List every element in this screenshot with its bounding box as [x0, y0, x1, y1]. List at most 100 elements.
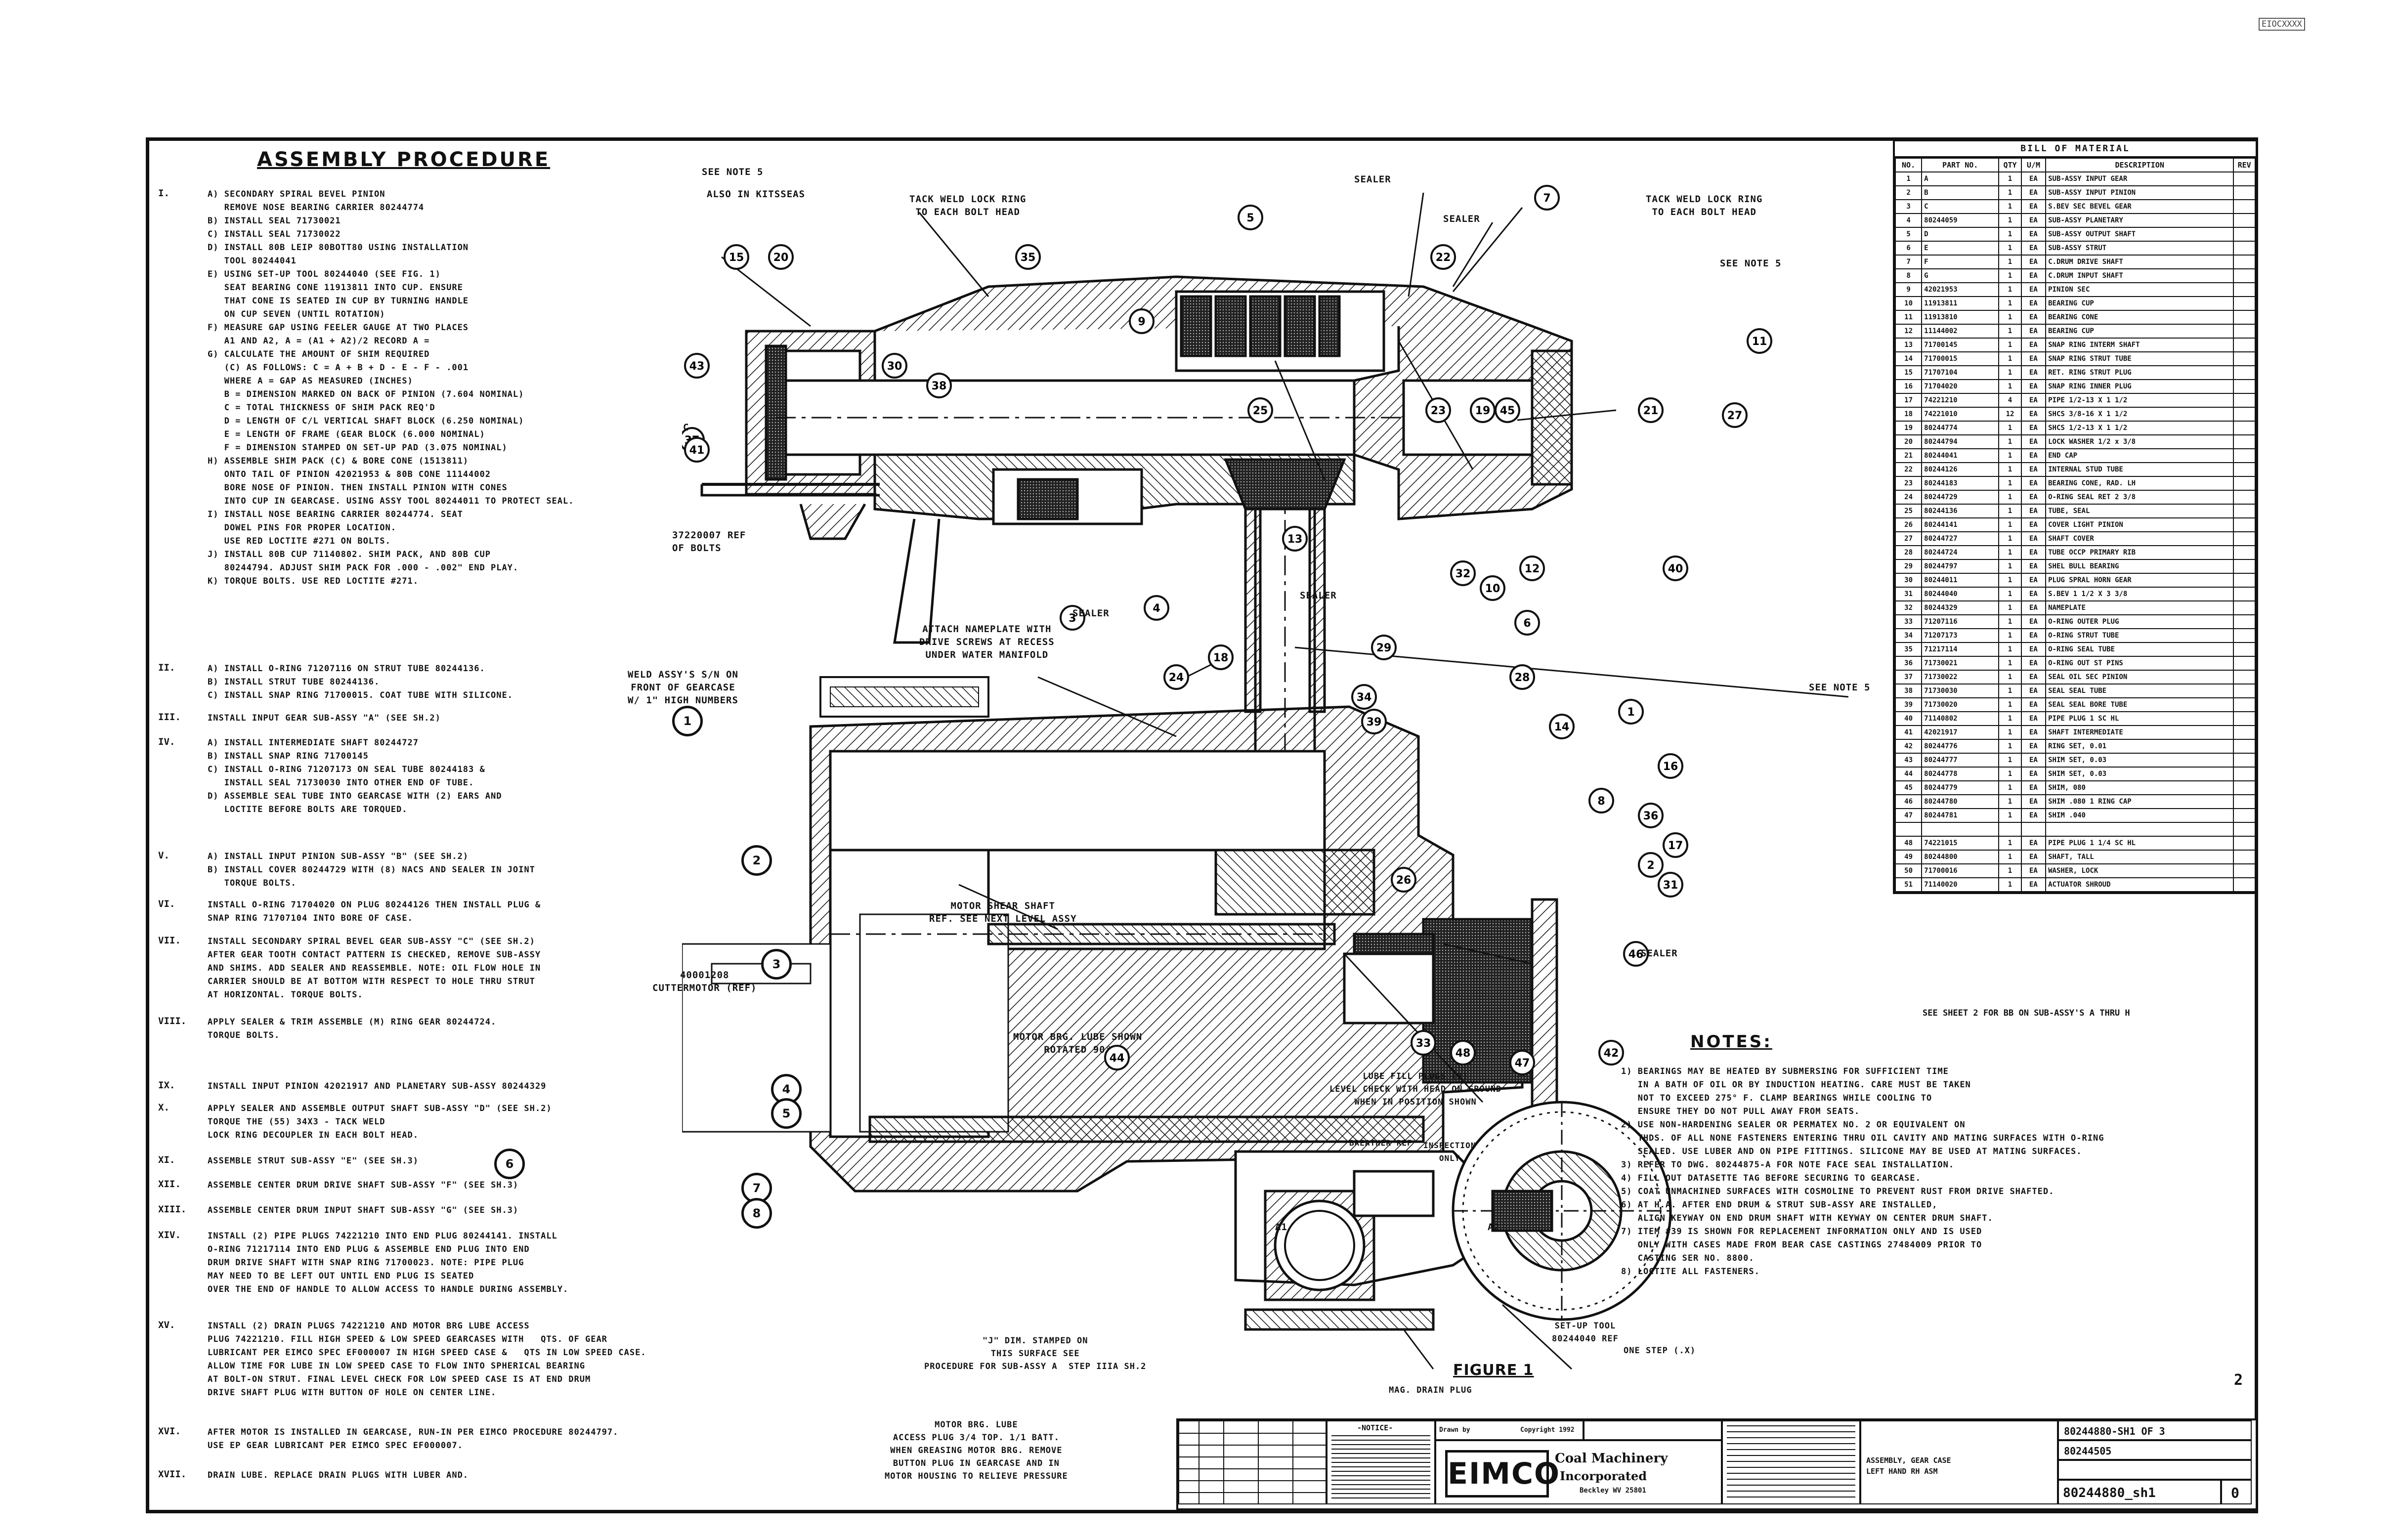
bom-cell: [2233, 739, 2256, 754]
bom-cell: [2045, 822, 2234, 837]
part-balloon-label: 28: [1515, 672, 1530, 684]
bom-cell: [2233, 850, 2256, 864]
bom-cell: PIPE PLUG 1 1/4 SC HL: [2045, 836, 2234, 851]
procedure-line: AT HORIZONTAL. TORQUE BOLTS.: [208, 990, 363, 1000]
bom-cell: 7: [1894, 255, 1923, 269]
part-balloon-label: 13: [1287, 533, 1303, 546]
notice-title: -NOTICE-: [1357, 1423, 1393, 1432]
sub-assy-marker: 6: [494, 1149, 525, 1179]
bom-cell: 1: [1998, 185, 2022, 200]
bom-cell: EA: [2020, 656, 2047, 671]
bom-cell: 1: [1998, 670, 2022, 684]
bom-cell: EA: [2020, 351, 2047, 366]
note-line: ONLY WITH CASES MADE FROM BEAR CASE CAST…: [1621, 1240, 1982, 1250]
note-line: 8) LOCTITE ALL FASTENERS.: [1621, 1267, 1760, 1277]
bom-cell: 1: [1998, 780, 2022, 795]
bom-cell: 44: [1894, 767, 1923, 781]
bom-cell: 1: [1998, 877, 2022, 892]
procedure-line: K) TORQUE BOLTS. USE RED LOCTITE #271.: [208, 576, 419, 586]
part-balloon-label: 31: [1663, 879, 1678, 892]
bom-cell: PLUG SPRAL HORN GEAR: [2045, 573, 2234, 588]
part-balloon-label: 7: [1543, 192, 1550, 205]
blank-cell: [1584, 1420, 1722, 1440]
bom-cell: 21: [1894, 448, 1923, 463]
procedure-line: INSTALL SECONDARY SPIRAL BEVEL GEAR SUB-…: [208, 937, 535, 946]
part-balloon-label: 43: [689, 360, 705, 373]
bom-cell: EA: [2020, 587, 2047, 601]
bom-cell: EA: [2020, 767, 2047, 781]
part-balloon-label: 40: [1668, 563, 1683, 575]
bom-cell: 30: [1894, 573, 1923, 588]
procedure-line: REMOVE NOSE BEARING CARRIER 80244774: [208, 203, 425, 213]
bom-cell: [2233, 642, 2256, 657]
bom-cell: 34: [1894, 628, 1923, 643]
a2-label: A2: [1488, 1222, 1500, 1233]
bom-cell: EA: [2020, 171, 2047, 186]
bom-cell: [2233, 282, 2256, 297]
bom-title: BILL OF MATERIAL: [1895, 141, 2256, 158]
bom-cell: 1: [1998, 448, 2022, 463]
bom-cell: RING SET, 0.01: [2045, 739, 2234, 754]
bom-cell: 71700145: [1921, 338, 2000, 352]
bom-cell: 24: [1894, 490, 1923, 505]
part-balloon: 25: [1247, 397, 1273, 423]
procedure-line: DRAIN LUBE. REPLACE DRAIN PLUGS WITH LUB…: [208, 1470, 469, 1480]
procedure-step-number: XI.: [158, 1155, 175, 1165]
bom-cell: EA: [2020, 753, 2047, 768]
bom-cell: 4: [1894, 213, 1923, 228]
bom-cell: EA: [2020, 490, 2047, 505]
bom-cell: [2233, 393, 2256, 408]
bom-cell: SHIM SET, 0.03: [2045, 753, 2234, 768]
bom-cell: SNAP RING STRUT TUBE: [2045, 351, 2234, 366]
drawn-by-cell: Drawn by Copyright 1992: [1435, 1420, 1584, 1440]
bom-cell: 1: [1998, 227, 2022, 242]
procedure-step-number: XIV.: [158, 1230, 181, 1241]
attach-nameplate-callout: ATTACH NAMEPLATE WITH DRIVE SCREWS AT RE…: [919, 624, 1055, 660]
part-balloon-label: 3: [1069, 612, 1076, 625]
bom-cell: 80244727: [1921, 531, 2000, 546]
part-balloon-label: 25: [1253, 405, 1268, 417]
part-balloon-label: 15: [729, 252, 744, 264]
procedure-line: F = DIMENSION STAMPED ON SET-UP PAD (3.0…: [208, 443, 508, 453]
bom-cell: [2233, 351, 2256, 366]
bom-cell: 42: [1894, 739, 1923, 754]
procedure-line: D) ASSEMBLE SEAL TUBE INTO GEARCASE WITH…: [208, 791, 502, 801]
sealer-right-callout: SEALER: [1641, 948, 1678, 959]
bom-cell: 1: [1998, 324, 2022, 339]
part-balloon-label: 26: [1396, 874, 1412, 887]
bom-cell: EA: [2020, 365, 2047, 380]
bom-cell: 1: [1998, 614, 2022, 629]
bom-cell: 5: [1894, 227, 1923, 242]
sealer-top-callout: SEALER: [1354, 174, 1391, 185]
bom-cell: EA: [2020, 628, 2047, 643]
revision-grid: [1178, 1420, 1327, 1504]
bom-cell: SUB-ASSY INPUT PINION: [2045, 185, 2234, 200]
bom-cell: [2233, 545, 2256, 560]
part-balloon: 8: [1588, 788, 1614, 813]
bom-cell: [2233, 227, 2256, 242]
notes-title: NOTES:: [1690, 1032, 1772, 1052]
part-balloon: 44: [1104, 1045, 1130, 1070]
bom-cell: EA: [2020, 268, 2047, 283]
bom-cell: BEARING CUP: [2045, 324, 2234, 339]
figure-1-setup-view: [1234, 1101, 1672, 1331]
bom-cell: 1: [1998, 725, 2022, 740]
bom-cell: 71217114: [1921, 642, 2000, 657]
bom-cell: SHAFT, TALL: [2045, 850, 2234, 864]
bom-cell: 6: [1894, 241, 1923, 256]
procedure-line: C = TOTAL THICKNESS OF SHIM PACK REQ'D: [208, 403, 435, 413]
note-line: CASTING SER NO. 8800.: [1621, 1253, 1755, 1263]
